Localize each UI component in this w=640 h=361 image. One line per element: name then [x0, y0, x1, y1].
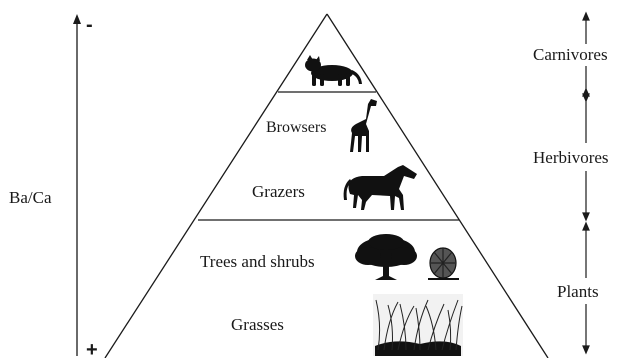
horse-silhouette-icon — [344, 165, 417, 210]
ba-ca-axis — [73, 14, 81, 356]
browsers-label: Browsers — [266, 120, 326, 136]
giraffe-silhouette-icon — [350, 99, 377, 152]
axis-label: Ba/Ca — [9, 189, 52, 206]
herbivores-label: Herbivores — [533, 149, 609, 166]
axis-arrowhead-icon — [73, 14, 81, 24]
shrub-silhouette-icon — [428, 248, 459, 279]
plants-label: Plants — [557, 283, 599, 300]
grass-silhouette-icon — [373, 294, 463, 356]
axis-top-sign: - — [86, 15, 93, 35]
grazers-label: Grazers — [252, 183, 305, 200]
trees-and-shrubs-label: Trees and shrubs — [200, 253, 315, 270]
tiger-silhouette-icon — [305, 55, 362, 86]
tree-silhouette-icon — [355, 234, 417, 280]
grasses-label: Grasses — [231, 316, 284, 333]
axis-bottom-sign: + — [86, 340, 98, 360]
carnivores-label: Carnivores — [533, 46, 608, 63]
